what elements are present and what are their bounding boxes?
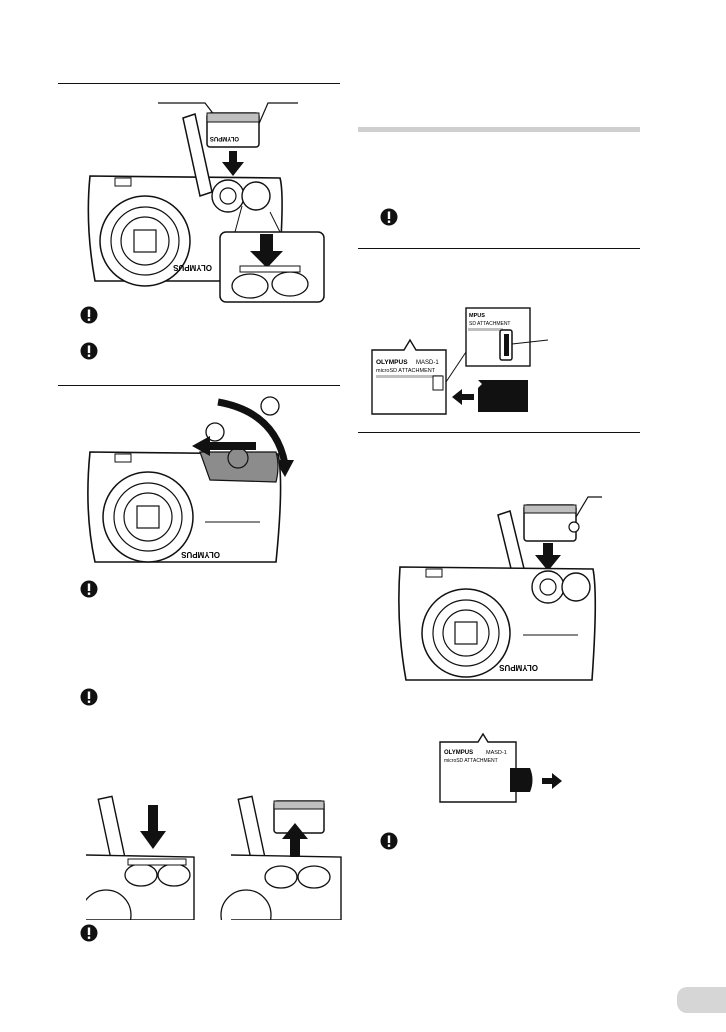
adapter-subtitle-short: SD ATTACHMENT: [469, 321, 510, 327]
caution-icon: [80, 688, 98, 706]
caution-icon: [80, 306, 98, 324]
caution-icon: [380, 208, 398, 226]
section-rule-2: [58, 385, 340, 386]
card-insert-illustration: OLYMPUS OLYMPUS: [80, 96, 330, 306]
caution-icon: [80, 342, 98, 360]
caution-icon: [380, 832, 398, 850]
camera-brand-label: OLYMPUS: [499, 663, 538, 672]
caution-icon: [80, 580, 98, 598]
adapter-subtitle: microSD ATTACHMENT: [444, 758, 498, 764]
card-brand-label: OLYMPUS: [210, 135, 239, 141]
microsd-remove-illustration: OLYMPUS MASD-1 microSD ATTACHMENT: [438, 730, 568, 806]
arrow-down-icon: [222, 162, 244, 176]
adapter-subtitle: microSD ATTACHMENT: [376, 368, 436, 374]
camera-brand-label: OLYMPUS: [181, 550, 220, 559]
adapter-brand: OLYMPUS: [376, 359, 408, 366]
section-rule-3: [358, 248, 640, 249]
microsd-attachment-illustration: OLYMPUS MASD-1 microSD ATTACHMENT MPUS S…: [368, 302, 558, 422]
camera-brand-label: OLYMPUS: [173, 263, 212, 272]
section-rule-thick: [358, 127, 640, 132]
adapter-brand-short: MPUS: [469, 313, 485, 319]
adapter-model: MASD-1: [416, 360, 439, 366]
section-rule-1: [58, 83, 340, 84]
caution-icon: [80, 924, 98, 942]
adapter-model: MASD-1: [486, 750, 507, 756]
adapter-insert-illustration: OLYMPUS: [398, 495, 608, 685]
page-number-tab: [677, 987, 726, 1013]
door-close-illustration: OLYMPUS: [80, 392, 310, 567]
adapter-brand: OLYMPUS: [444, 750, 473, 756]
section-rule-4: [358, 432, 640, 433]
card-remove-illustration: [86, 795, 346, 920]
